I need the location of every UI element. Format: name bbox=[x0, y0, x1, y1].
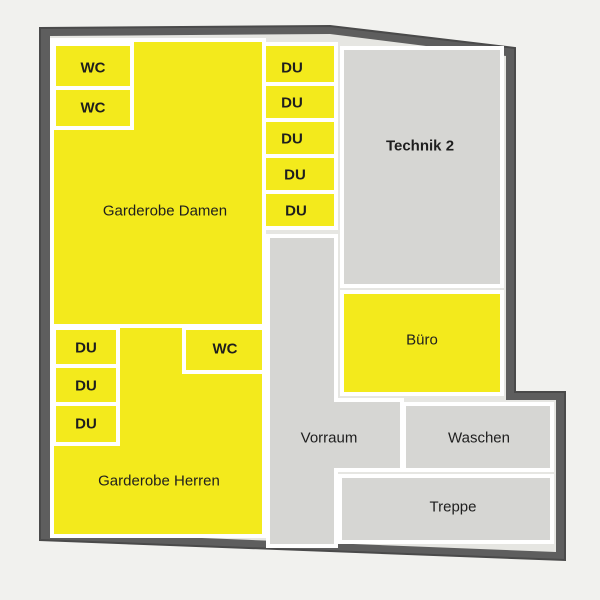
label-wc-2: WC bbox=[80, 99, 106, 117]
room-du-5 bbox=[262, 190, 338, 230]
room-waschen bbox=[402, 402, 554, 472]
room-du-2 bbox=[262, 82, 338, 122]
label-du-1: DU bbox=[281, 59, 303, 77]
label-du-5: DU bbox=[285, 202, 307, 220]
room-buero bbox=[340, 290, 504, 396]
label-vorraum: Vorraum bbox=[300, 429, 358, 447]
room-treppe bbox=[338, 474, 554, 544]
label-garderobe-damen: Garderobe Damen bbox=[102, 202, 228, 220]
label-du-6: DU bbox=[75, 339, 97, 357]
room-du-4 bbox=[262, 154, 338, 194]
label-buero: Büro bbox=[406, 331, 438, 349]
label-wc-3: WC bbox=[212, 340, 238, 358]
room-wc-2 bbox=[52, 86, 134, 130]
label-wc-1: WC bbox=[80, 59, 106, 77]
label-technik-2: Technik 2 bbox=[385, 137, 455, 155]
room-technik-2 bbox=[340, 46, 504, 288]
label-du-2: DU bbox=[281, 94, 303, 112]
label-du-8: DU bbox=[75, 415, 97, 433]
label-treppe: Treppe bbox=[429, 498, 477, 516]
room-du-8 bbox=[52, 402, 120, 446]
label-garderobe-herren: Garderobe Herren bbox=[98, 472, 220, 490]
label-du-7: DU bbox=[75, 377, 97, 395]
label-du-4: DU bbox=[284, 166, 306, 184]
label-waschen: Waschen bbox=[448, 429, 510, 447]
label-du-3: DU bbox=[281, 130, 303, 148]
room-wc-3 bbox=[182, 326, 266, 374]
